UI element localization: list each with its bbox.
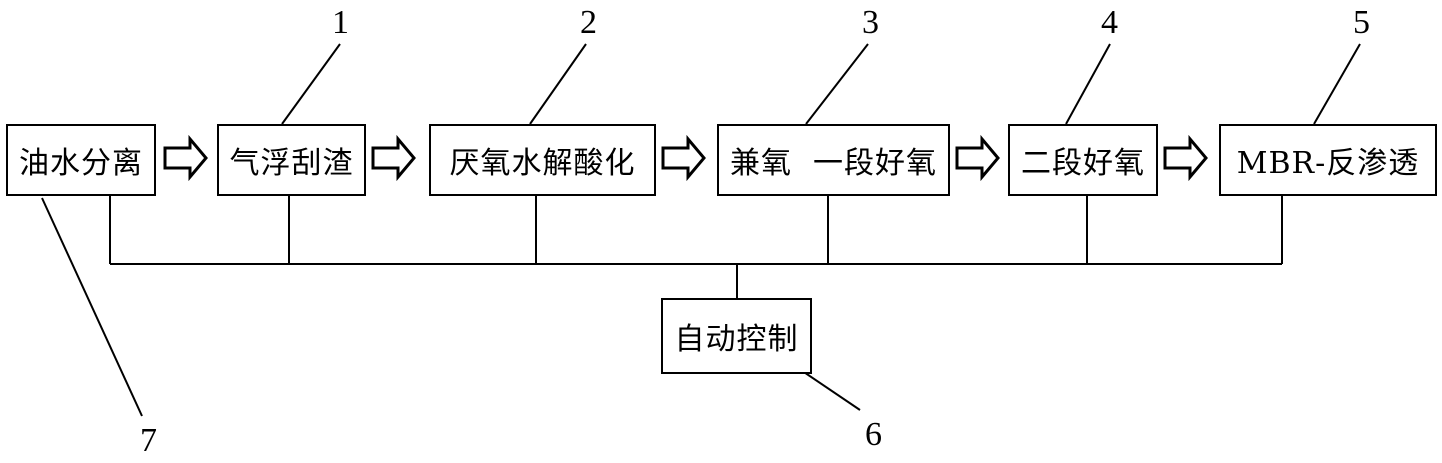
hollow-right-arrow-icon (661, 134, 706, 182)
reference-number-3: 3 (862, 4, 879, 41)
step-label: 气浮刮渣 (229, 146, 354, 181)
step-label: 油水分离 (19, 146, 143, 181)
reference-number-6: 6 (865, 416, 882, 453)
reference-number-5: 5 (1353, 4, 1370, 41)
step-box-oil-water-separation: 油水分离 (6, 124, 156, 196)
hollow-right-arrow-icon (371, 134, 416, 182)
leader-line-2 (529, 43, 587, 125)
step-box-anaerobic-hydrolysis: 厌氧水解酸化 (429, 124, 656, 196)
controller-box: 自动控制 (661, 298, 812, 374)
leader-line-5 (1313, 43, 1361, 125)
leader-line-3 (805, 43, 869, 125)
reference-number-1: 1 (332, 4, 349, 41)
hollow-right-arrow-icon (1163, 134, 1208, 182)
hollow-right-arrow-icon (163, 134, 208, 182)
step-box-second-aerobic: 二段好氧 (1008, 124, 1158, 196)
step-box-anoxic-aerobic: 兼氧 一段好氧 (717, 124, 950, 196)
flow-arrows (163, 134, 1208, 182)
hollow-right-arrow-icon (955, 134, 1000, 182)
step-label: 二段好氧 (1021, 146, 1145, 181)
reference-number-2: 2 (580, 4, 597, 41)
step-label: 厌氧水解酸化 (449, 146, 636, 181)
reference-number-7: 7 (140, 422, 157, 459)
control-bus (109, 196, 1283, 299)
step-label: 兼氧 一段好氧 (729, 146, 938, 181)
step-box-air-flotation: 气浮刮渣 (217, 124, 366, 196)
reference-number-4: 4 (1101, 4, 1118, 41)
leader-line-7 (41, 197, 143, 417)
step-box-mbr-ro: MBR-反渗透 (1219, 124, 1437, 196)
step-label: MBR-反渗透 (1236, 146, 1420, 181)
controller-label: 自动控制 (674, 322, 799, 357)
leader-line-1 (281, 43, 341, 125)
leader-line-4 (1065, 43, 1111, 125)
leader-lines (41, 43, 1361, 417)
